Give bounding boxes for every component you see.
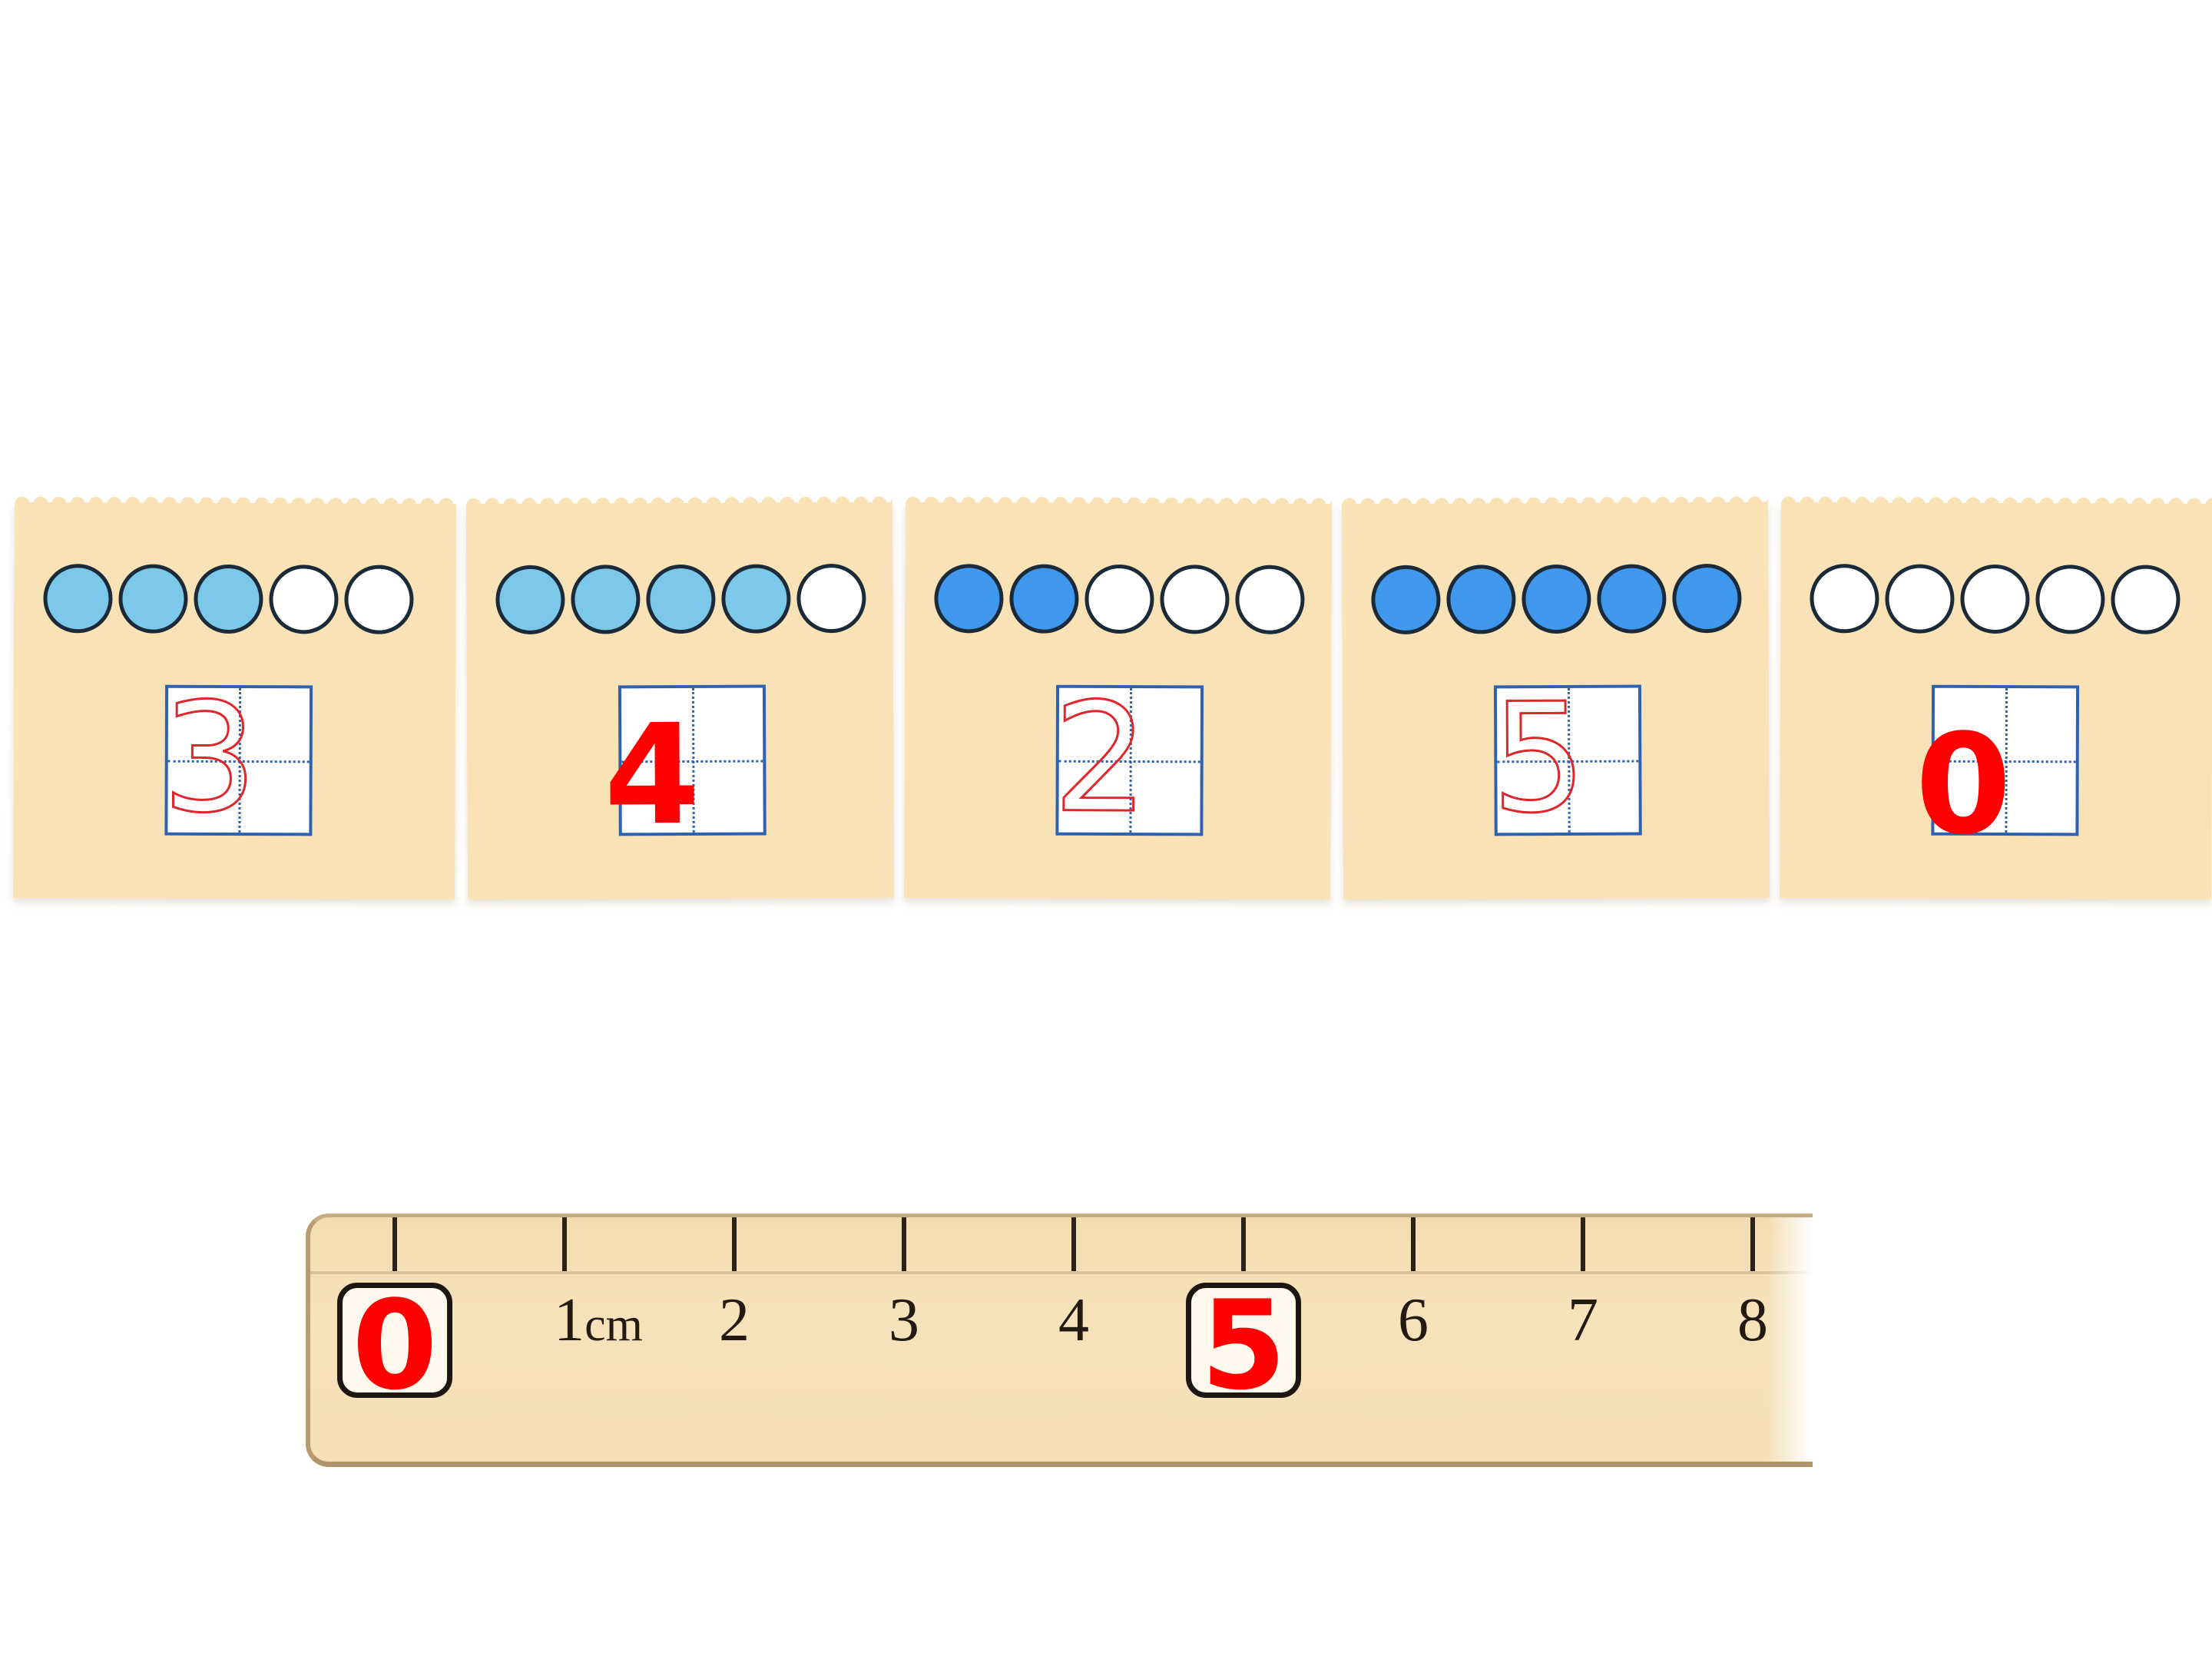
counter-dots (495, 563, 866, 635)
ruler-number: 2 (719, 1286, 750, 1354)
ruler-label: 8 (1737, 1290, 1768, 1351)
ruler-tick (732, 1217, 737, 1271)
ruler-number: 4 (1058, 1286, 1089, 1354)
ruler-tick (1071, 1217, 1076, 1271)
empty-dot (1160, 565, 1230, 634)
answer-box: 5 (1186, 1280, 1301, 1411)
ruler-tick (1581, 1217, 1585, 1271)
writing-grid: 2 (1051, 670, 1204, 848)
answer-digit: 5 (1200, 1273, 1286, 1417)
ruler-number: 7 (1568, 1286, 1598, 1354)
number-card: 0 (1780, 502, 2212, 899)
ruler-band (310, 1271, 1813, 1274)
ruler-fade (1767, 1217, 1813, 1462)
filled-dot (43, 564, 113, 634)
answer-digit: 4 (603, 694, 701, 856)
filled-dot (1009, 564, 1079, 634)
filled-dot (1371, 565, 1441, 635)
filled-dot (721, 564, 791, 634)
ruler-unit: cm (584, 1299, 643, 1351)
ruler-tick (1750, 1217, 1755, 1271)
ruler-tick (1241, 1217, 1246, 1271)
empty-dot (269, 565, 339, 634)
number-card: 3 (13, 502, 456, 900)
counter-dots (43, 564, 414, 634)
number-card: 4 (465, 502, 895, 900)
filled-dot (1522, 564, 1591, 634)
filled-dot (1672, 563, 1742, 634)
ruler-label: 7 (1568, 1290, 1598, 1351)
filled-dot (118, 564, 188, 634)
filled-dot (571, 565, 641, 634)
ruler-number: 3 (889, 1286, 919, 1354)
ruler-tick (1411, 1217, 1416, 1271)
traced-digit: 2 (1051, 670, 1150, 847)
empty-dot (1084, 564, 1154, 634)
empty-dot (1235, 565, 1305, 634)
ruler-label: 4 (1058, 1290, 1089, 1351)
filled-dot (1597, 564, 1667, 634)
ruler-number: 1 (554, 1286, 585, 1354)
number-card-strip: 3 4 2 5 0 (13, 502, 2212, 900)
number-card: 5 (1341, 502, 1770, 900)
traced-digit: 5 (1489, 670, 1588, 848)
ruler-tick (562, 1217, 567, 1271)
answer-digit: 0 (1915, 704, 2012, 866)
empty-dot (1885, 564, 1955, 634)
ruler-label: 3 (889, 1290, 919, 1351)
answer-digit: 0 (352, 1273, 438, 1417)
empty-dot (344, 565, 414, 634)
ruler-number: 6 (1398, 1286, 1429, 1354)
empty-dot (1960, 564, 2030, 634)
answer-box: 0 (337, 1280, 452, 1411)
filled-dot (194, 564, 263, 634)
filled-dot (646, 564, 716, 634)
ruler: 0 1cm 2 3 4 5 6 7 8 (306, 1214, 1813, 1467)
empty-dot (796, 563, 866, 634)
filled-dot (934, 564, 1004, 634)
empty-dot (2035, 565, 2105, 634)
filled-dot (495, 565, 565, 635)
ruler-tick (902, 1217, 906, 1271)
counter-dots (934, 564, 1305, 634)
writing-grid: 5 (1489, 670, 1642, 848)
ruler-tick (392, 1217, 397, 1271)
filled-dot (1446, 565, 1516, 634)
number-card: 2 (904, 502, 1332, 899)
traced-digit: 3 (161, 670, 259, 847)
counter-dots (1371, 563, 1742, 635)
ruler-label: 1cm (554, 1290, 643, 1356)
writing-grid: 3 (161, 670, 313, 848)
ruler-label: 2 (719, 1290, 750, 1351)
ruler-label: 6 (1398, 1290, 1429, 1351)
counter-dots (1810, 564, 2181, 634)
ruler-number: 8 (1737, 1286, 1768, 1354)
empty-dot (1810, 564, 1879, 634)
empty-dot (2111, 565, 2181, 634)
